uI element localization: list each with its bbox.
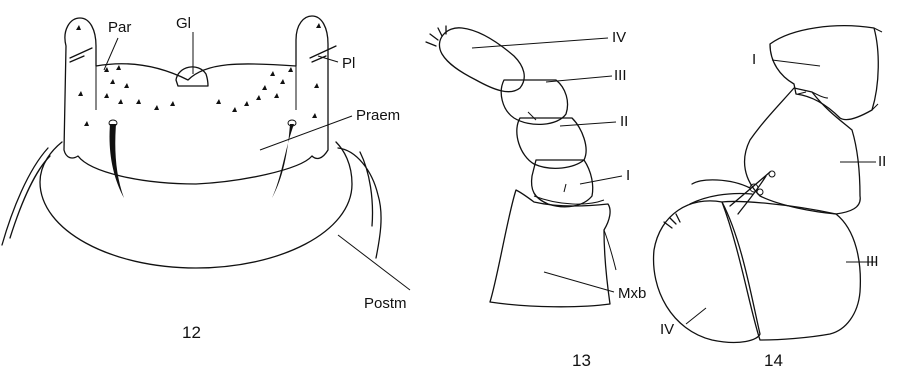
- label-iii-14: III: [866, 253, 879, 270]
- leader-i: [580, 176, 622, 184]
- right-palp-setae: [310, 46, 336, 62]
- segment-2-seta: [528, 112, 536, 120]
- antenna-segment-2: [745, 88, 861, 214]
- leader-par: [104, 38, 118, 70]
- label-iv: IV: [612, 29, 626, 46]
- leader-iii: [546, 76, 612, 82]
- label-iv-14: IV: [660, 321, 674, 338]
- leader-ii: [560, 122, 616, 126]
- leader-iv-14: [686, 308, 706, 324]
- leader-mxb: [544, 272, 614, 292]
- label-par: Par: [108, 19, 131, 36]
- label-ii-14: II: [878, 153, 886, 170]
- label-ii: II: [620, 113, 628, 130]
- figure-14: I II III IV 14: [654, 26, 887, 370]
- left-palp-setae: [70, 48, 92, 62]
- leader-i-14: [772, 60, 820, 66]
- label-i-14: I: [752, 51, 756, 68]
- label-pl: Pl: [342, 55, 355, 72]
- left-large-seta: [110, 124, 124, 198]
- maxillary-base: [490, 190, 610, 307]
- spinule-pattern: [76, 23, 321, 126]
- label-mxb: Mxb: [618, 285, 646, 302]
- seta-socket-3: [769, 171, 775, 177]
- seta-socket-2: [757, 189, 763, 195]
- figure-13: IV III II I Mxb 13: [426, 26, 646, 370]
- antenna-segment-3: [722, 202, 860, 341]
- label-praem: Praem: [356, 107, 400, 124]
- label-gl: Gl: [176, 15, 191, 32]
- figure-number-14: 14: [764, 351, 783, 370]
- figure-12: Par Gl Pl Praem Postm 12: [2, 15, 410, 342]
- figure-number-13: 13: [572, 351, 591, 370]
- prementum-outline: [64, 16, 328, 184]
- figure-number-12: 12: [182, 323, 201, 342]
- leader-postm: [338, 235, 410, 290]
- palp-segment-2: [517, 118, 586, 168]
- label-i: I: [626, 167, 630, 184]
- segment-1-seta: [798, 92, 806, 94]
- label-postm: Postm: [364, 295, 407, 312]
- right-lateral-sclerite: [338, 148, 381, 258]
- palp-segment-4: [439, 28, 524, 92]
- right-large-seta: [272, 124, 294, 198]
- segment-1-mark: [564, 184, 566, 192]
- label-iii: III: [614, 67, 627, 84]
